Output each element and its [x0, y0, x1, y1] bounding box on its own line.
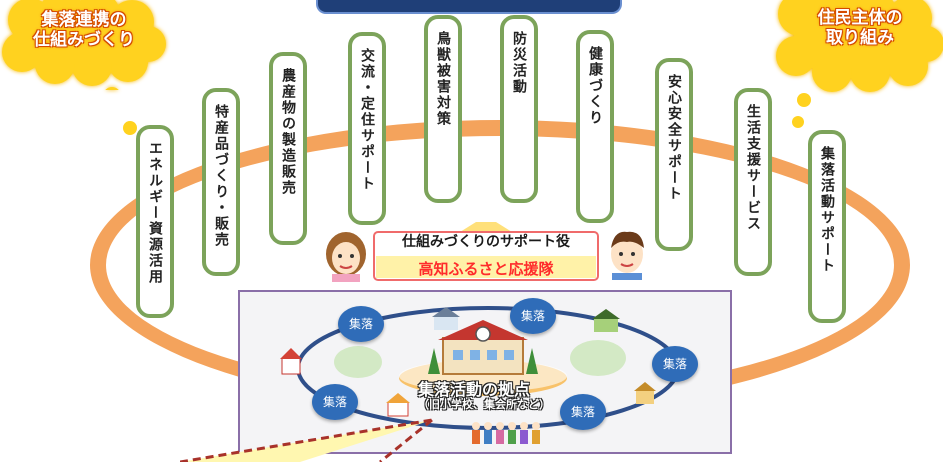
activity-label: 農産物の製造販売	[280, 68, 296, 196]
activity-specialty-products: 特産品づくり・販売	[202, 88, 240, 276]
village-label: 集落	[662, 357, 687, 371]
left-thought-cloud	[2, 0, 166, 90]
support-name: 高知ふるさと応援隊	[418, 260, 554, 278]
activity-label: 安心安全サポート	[666, 74, 682, 202]
left-cloud-line-2: 仕組みづくり	[33, 30, 135, 50]
activity-energy: エネルギー資源活用	[136, 125, 174, 318]
cloud-bubble	[123, 121, 137, 135]
activity-agri-processing: 農産物の製造販売	[269, 52, 307, 245]
right-cloud-text: 住民主体の 取り組み	[785, 8, 935, 48]
header-bar	[316, 0, 622, 14]
support-title: 仕組みづくりのサポート役	[402, 234, 570, 250]
village-node: 集落	[510, 298, 556, 334]
activity-label: 集落活動サポート	[819, 146, 835, 274]
activity-disaster-prevention: 防災活動	[500, 15, 538, 203]
left-cloud-text: 集落連携の 仕組みづくり	[14, 10, 154, 50]
callout-arrow	[180, 418, 433, 462]
activity-label: 特産品づくり・販売	[213, 104, 229, 248]
cloud-bubbles	[792, 93, 811, 128]
activity-health: 健康づくり	[576, 30, 614, 223]
activity-label: 防災活動	[511, 31, 527, 95]
activity-label: 鳥獣被害対策	[435, 31, 451, 127]
activity-label: エネルギー資源活用	[147, 141, 163, 285]
left-cloud-line-1: 集落連携の	[41, 10, 127, 30]
activity-life-support: 生活支援サービス	[734, 88, 772, 276]
activity-safety-support: 安心安全サポート	[655, 58, 693, 251]
village-node: 集落	[560, 394, 606, 430]
hub-subtitle: （旧小学校、集会所など）	[418, 398, 550, 411]
support-banner	[373, 222, 599, 281]
activity-label: 交流・定住サポート	[359, 48, 375, 192]
hub-title: 集落活動の拠点	[418, 380, 531, 399]
right-cloud-line-1: 住民主体の	[817, 8, 903, 28]
activity-label: 生活支援サービス	[745, 104, 761, 232]
village-label: 集落	[348, 317, 373, 331]
activity-exchange-settlement: 交流・定住サポート	[348, 32, 386, 225]
activity-label: 健康づくり	[587, 46, 603, 126]
man-icon	[611, 231, 644, 280]
village-network	[280, 306, 680, 444]
woman-icon	[326, 232, 366, 282]
right-thought-cloud	[776, 0, 943, 92]
village-node: 集落	[312, 384, 358, 420]
village-label: 集落	[570, 405, 595, 419]
right-cloud-line-2: 取り組み	[826, 28, 894, 48]
activity-wildlife-damage: 鳥獣被害対策	[424, 15, 462, 203]
village-label: 集落	[322, 395, 347, 409]
activity-village-support: 集落活動サポート	[808, 130, 846, 323]
village-node: 集落	[338, 306, 384, 342]
village-label: 集落	[520, 309, 545, 323]
village-node: 集落	[652, 346, 698, 382]
